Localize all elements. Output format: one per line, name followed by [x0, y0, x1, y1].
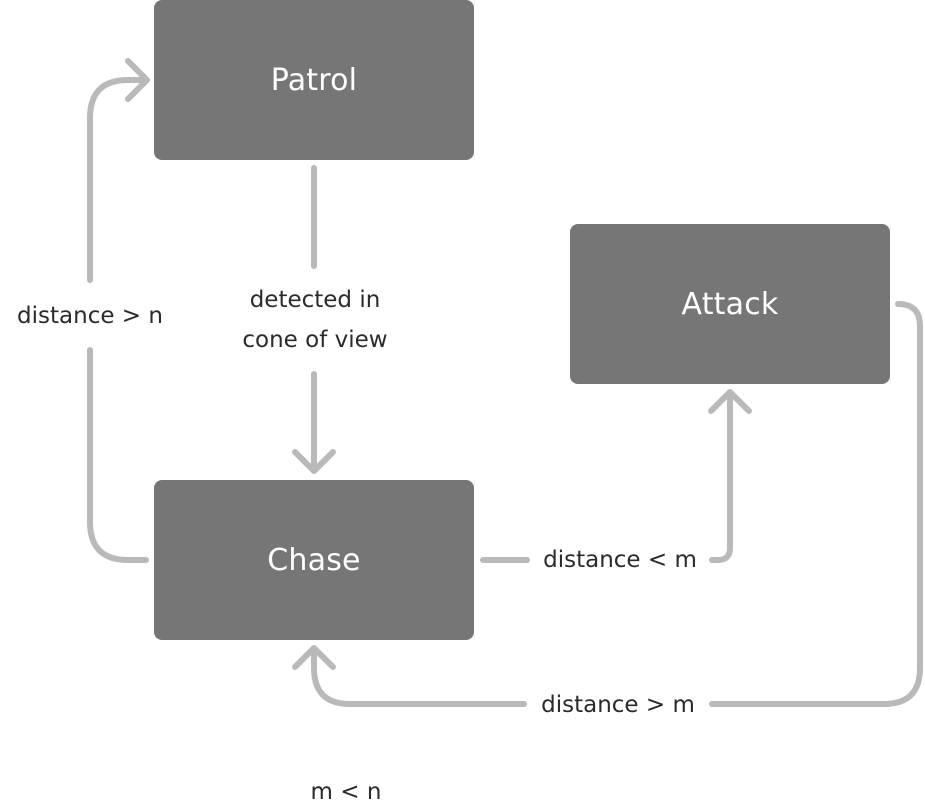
- edge-chase-attack-right: [709, 390, 733, 563]
- state-attack: Attack: [570, 224, 890, 384]
- edge-chase-patrol-lower: [87, 347, 149, 563]
- edge-label-patrol-to-chase: detected in cone of view: [225, 280, 405, 360]
- edge-label-patrol-to-chase-line1: detected in: [249, 287, 381, 313]
- state-patrol: Patrol: [154, 0, 474, 160]
- state-chase: Chase: [154, 480, 474, 640]
- arrowhead-into-chase-top: [292, 449, 336, 474]
- edge-label-patrol-to-chase-line2: cone of view: [242, 327, 388, 353]
- arrowhead-into-patrol-left: [125, 58, 150, 102]
- edge-chase-patrol-upper: [87, 77, 149, 283]
- arrowhead-into-chase-bottom: [292, 645, 336, 670]
- edge-attack-chase-right: [709, 301, 923, 707]
- arrowhead-into-attack-bottom: [708, 389, 752, 414]
- edge-label-attack-to-chase: distance > m: [541, 692, 695, 718]
- edge-label-chase-to-attack: distance < m: [543, 547, 697, 573]
- constraint-note: m < n: [310, 779, 382, 805]
- edge-attack-chase-left: [311, 647, 527, 707]
- state-attack-label: Attack: [681, 286, 779, 322]
- edge-label-chase-to-patrol: distance > n: [17, 303, 163, 329]
- state-chase-label: Chase: [267, 542, 361, 578]
- state-patrol-label: Patrol: [270, 62, 358, 98]
